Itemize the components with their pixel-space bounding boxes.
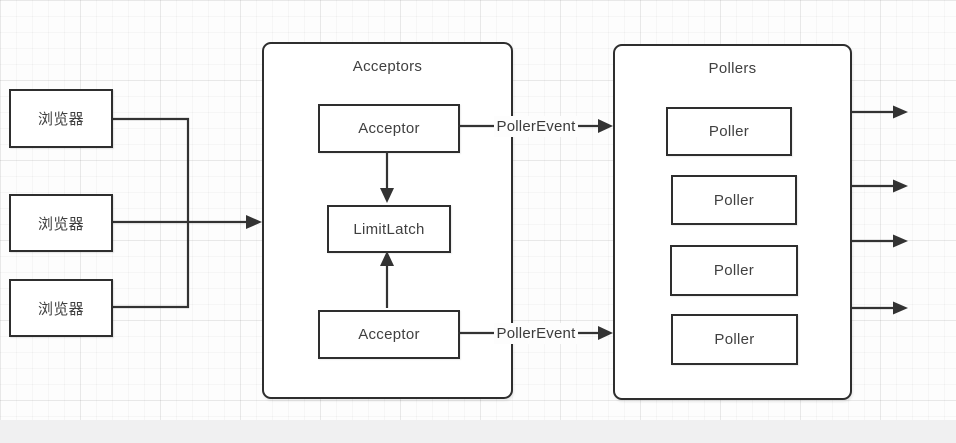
pollers-title: Pollers bbox=[708, 60, 757, 77]
acceptor-bottom-box: Acceptor bbox=[318, 310, 460, 359]
poller-box-4: Poller bbox=[671, 314, 798, 365]
client-box-1: 浏览器 bbox=[9, 89, 113, 148]
limitlatch-box: LimitLatch bbox=[327, 205, 451, 253]
poller-output-arrowhead-1 bbox=[893, 105, 908, 119]
poller-box-4-label: Poller bbox=[714, 331, 755, 348]
acceptor-top-label: Acceptor bbox=[358, 120, 420, 137]
acceptor-top-box: Acceptor bbox=[318, 104, 460, 153]
client-box-3: 浏览器 bbox=[9, 279, 113, 337]
canvas-bottom-band bbox=[0, 420, 956, 443]
poller-box-2-label: Poller bbox=[713, 191, 755, 209]
poller-box-3-label: Poller bbox=[713, 262, 755, 279]
limitlatch-label: LimitLatch bbox=[353, 220, 425, 238]
acceptors-title: Acceptors bbox=[352, 58, 423, 75]
pollerevent-top-arrowhead bbox=[598, 119, 613, 133]
poller-output-arrowhead-3 bbox=[893, 234, 908, 248]
edge-label-pollerevent-top: PollerEvent bbox=[494, 116, 578, 137]
poller-output-arrowhead-2 bbox=[893, 179, 908, 193]
acceptors-container: Acceptors Acceptor LimitLatch Acceptor bbox=[262, 42, 513, 399]
poller-box-2: Poller bbox=[671, 175, 797, 225]
pollers-container: Pollers Poller Poller Poller Poller bbox=[613, 44, 852, 400]
edge-label-pollerevent-bottom: PollerEvent bbox=[494, 323, 578, 344]
client-box-3-label: 浏览器 bbox=[38, 300, 84, 318]
clients-to-acceptors-arrowhead bbox=[246, 215, 262, 229]
client-bracket-line bbox=[113, 117, 190, 309]
client-box-2: 浏览器 bbox=[9, 194, 113, 252]
client-box-1-label: 浏览器 bbox=[38, 111, 84, 128]
client-box-2-label: 浏览器 bbox=[38, 215, 84, 233]
poller-box-3: Poller bbox=[670, 245, 798, 296]
poller-box-1: Poller bbox=[666, 107, 792, 156]
poller-box-1-label: Poller bbox=[708, 123, 750, 140]
acceptor-bottom-label: Acceptor bbox=[358, 326, 420, 343]
pollerevent-bottom-arrowhead bbox=[598, 326, 613, 340]
poller-output-arrowhead-4 bbox=[893, 301, 908, 315]
